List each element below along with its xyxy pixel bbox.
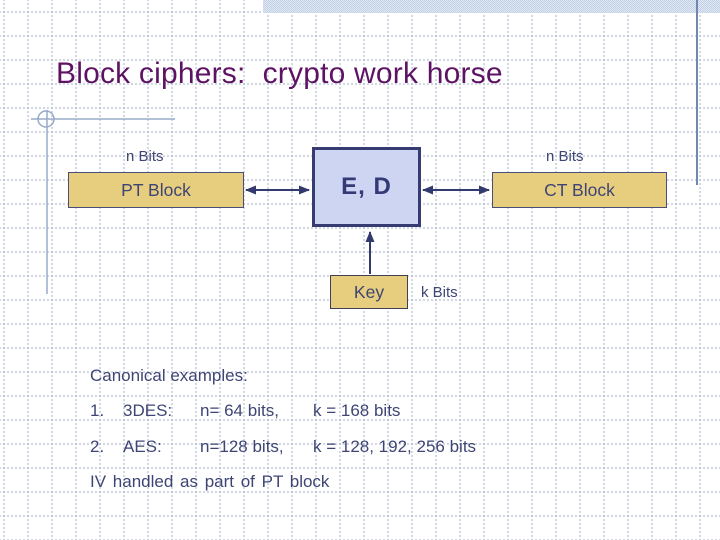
cipher-name: 3DES: <box>123 401 173 420</box>
pt-block-label: PT Block <box>121 179 191 200</box>
block-size: n= 64 bits, <box>200 401 279 420</box>
encrypt-decrypt-box: E, D <box>312 147 421 227</box>
ct-block-label: CT Block <box>544 179 615 200</box>
key-label: Key <box>353 281 385 302</box>
top-accent-bar <box>263 0 720 13</box>
block-size: n=128 bits, <box>200 437 284 456</box>
k-bits-label: k Bits <box>421 284 458 301</box>
n-bits-right-label: n Bits <box>546 148 584 165</box>
example-item-3des: 1. 3DES: n= 64 bits, k = 168 bits <box>90 401 400 421</box>
pt-block-box: PT Block <box>68 172 244 208</box>
key-size: k = 128, 192, 256 bits <box>313 437 477 456</box>
cipher-name: AES: <box>123 437 162 456</box>
right-accent-line <box>696 0 698 185</box>
encrypt-decrypt-label: E, D <box>341 173 392 200</box>
example-item-aes: 2. AES: n=128 bits, k = 128, 192, 256 bits <box>90 437 476 457</box>
item-number: 1. <box>90 401 105 420</box>
slide-title: Block ciphers: crypto work horse <box>56 57 503 90</box>
n-bits-left-label: n Bits <box>126 148 164 165</box>
key-box: Key <box>330 275 408 309</box>
key-size: k = 168 bits <box>313 401 401 420</box>
iv-note: IV handled as part of PT block <box>90 472 330 491</box>
item-number: 2. <box>90 437 105 456</box>
ct-block-box: CT Block <box>492 172 667 208</box>
notes-heading: Canonical examples: <box>90 366 248 385</box>
